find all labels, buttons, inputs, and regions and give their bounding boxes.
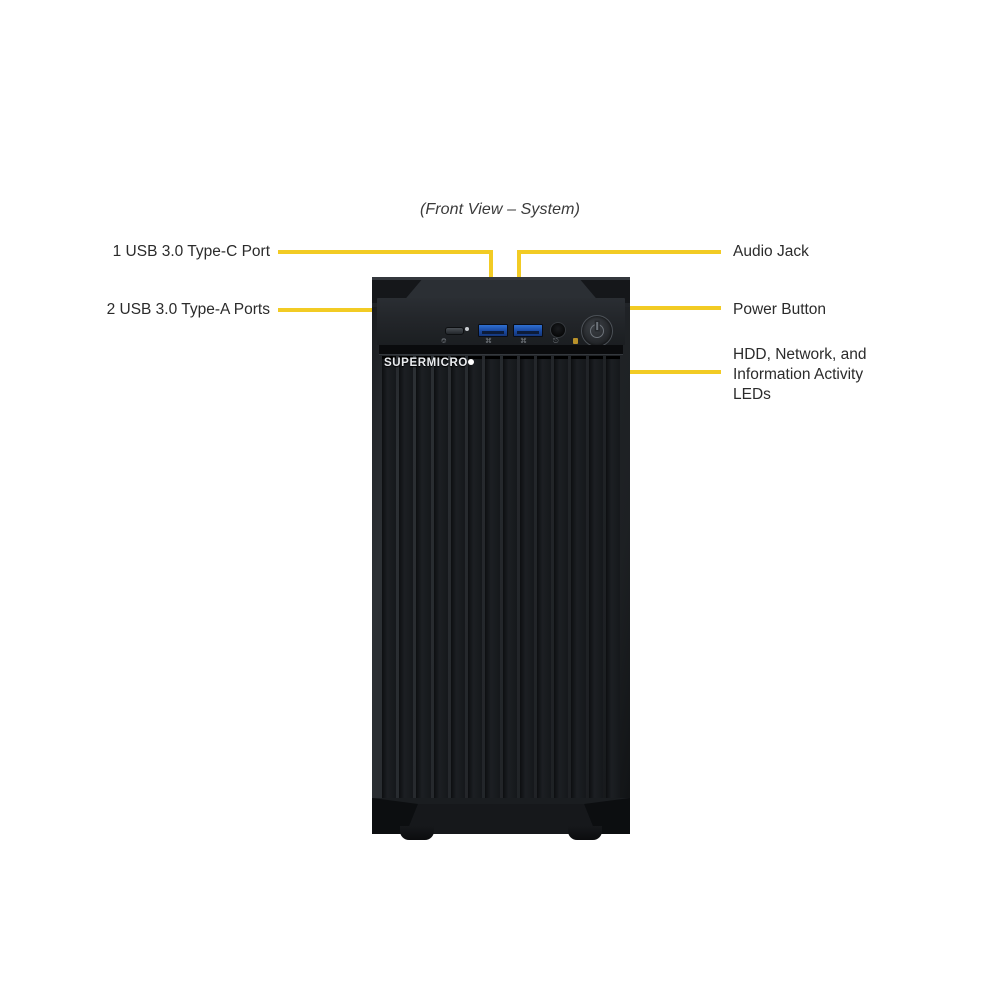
grille-slat [433, 356, 449, 808]
server-tower-chassis: ⎊ ⌘ ⌘ ⎋ SUPERMICRO [372, 277, 630, 840]
front-io-panel: ⎊ ⌘ ⌘ ⎋ [377, 298, 625, 347]
grille-slat [588, 356, 604, 808]
power-icon [590, 324, 604, 338]
grille-slat [536, 356, 552, 808]
audio-jack-port[interactable] [550, 322, 566, 338]
io-panel-separator [379, 345, 623, 354]
callout-label-audio-jack: Audio Jack [733, 243, 809, 260]
usb-c-icon: ⎊ [441, 338, 447, 345]
brand-logo: SUPERMICRO [384, 357, 475, 369]
usb-icon-2: ⌘ [520, 338, 527, 345]
chassis-body [372, 277, 630, 834]
callout-label-power-button: Power Button [733, 301, 827, 318]
grille-slat [519, 356, 535, 808]
usb-type-c-highlight [465, 327, 469, 331]
callout-label-usb-type-a: 2 USB 3.0 Type-A Ports [106, 301, 270, 318]
grille-slat [382, 356, 397, 808]
grille-slat [399, 356, 414, 808]
usb-icon-1: ⌘ [485, 338, 492, 345]
ventilation-grille [382, 356, 620, 808]
leader-line-power-button-horizontal [588, 306, 721, 310]
brand-logo-text: SUPERMICRO [384, 357, 468, 369]
grille-slat [554, 356, 569, 808]
leader-line-usb-type-a-horizontal [278, 308, 450, 312]
leader-line-usb-type-c-horizontal [278, 250, 493, 254]
brand-logo-dot [468, 359, 475, 365]
grille-slat [571, 356, 586, 808]
grille-slat [605, 356, 620, 808]
grille-slat [502, 356, 517, 808]
usb-type-a-port-1[interactable] [478, 324, 508, 337]
callout-label-usb-type-c: 1 USB 3.0 Type-C Port [112, 243, 270, 260]
power-button[interactable] [581, 315, 613, 347]
callout-label-activity-leds: HDD, Network, and Information Activity L… [733, 346, 867, 403]
bottom-bevel-shape [372, 798, 630, 834]
grille-slat [450, 356, 466, 808]
grille-slat [468, 356, 483, 808]
usb-type-c-port[interactable] [445, 327, 464, 335]
grille-slat [416, 356, 431, 808]
grille-slat [485, 356, 500, 808]
figure-caption: (Front View – System) [419, 201, 581, 218]
headphone-icon: ⎋ [553, 338, 559, 345]
activity-led-indicator [573, 338, 578, 344]
chassis-bottom-bevel [372, 798, 630, 840]
usb-type-a-port-2[interactable] [513, 324, 543, 337]
chassis-foot-right [568, 826, 602, 840]
chassis-foot-left [400, 826, 434, 840]
leader-line-audio-jack-horizontal [517, 250, 721, 254]
